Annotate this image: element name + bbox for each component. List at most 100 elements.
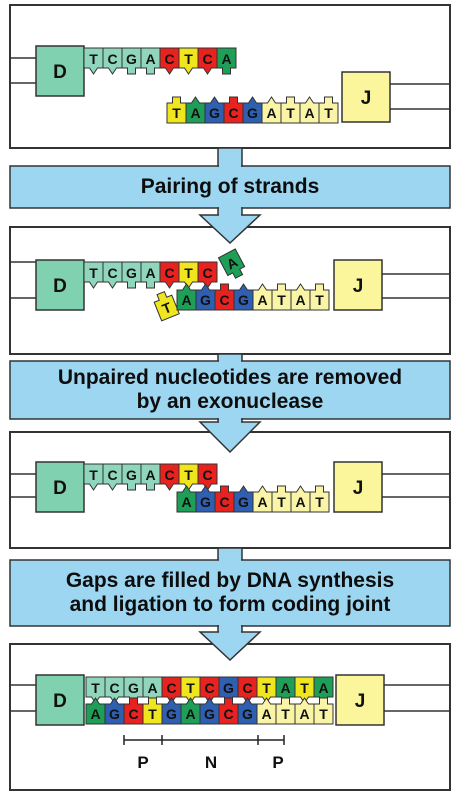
p1-bot-nuc-3: C bbox=[223, 96, 244, 124]
p4-bot-nuc-7: C bbox=[218, 697, 239, 725]
pnp-bracket bbox=[123, 735, 285, 745]
p4-bot-nuc-4: G bbox=[161, 697, 182, 725]
p2-bot-nuc-2: G bbox=[195, 283, 216, 311]
p2-top-nuc-0-label: T bbox=[89, 265, 98, 281]
p2-bot-nuc-8: T bbox=[309, 283, 330, 311]
p-label-left: P bbox=[137, 753, 148, 772]
p3-bot-nuc-2-label: C bbox=[219, 494, 229, 510]
p1-bot-nuc-8-label: T bbox=[324, 105, 333, 121]
p4-j-segment-label: J bbox=[355, 691, 366, 712]
p1-top-nuc-3-label: A bbox=[145, 51, 155, 67]
p4-bot-nuc-10-label: T bbox=[281, 706, 290, 722]
p2-top-overhang: A bbox=[217, 248, 246, 279]
p3-top-nuc-5-label: T bbox=[184, 467, 193, 483]
p3-bot-nuc-7: T bbox=[309, 485, 330, 513]
p1-top-nuc-0-label: T bbox=[89, 51, 98, 67]
p4-top-nuc-7-label: G bbox=[223, 680, 234, 696]
p1-top-nuc-4-label: C bbox=[164, 51, 174, 67]
p4-bot-nuc-8-label: G bbox=[242, 706, 253, 722]
p4-top-nuc-9-label: T bbox=[262, 680, 271, 696]
p2-bot-nuc-7-label: A bbox=[295, 292, 305, 308]
p4-bot-nuc-6-label: G bbox=[204, 706, 215, 722]
p1-d-segment: D bbox=[35, 45, 85, 97]
p3-top-nuc-6: C bbox=[197, 463, 218, 491]
p4-bot-nuc-4-label: G bbox=[166, 706, 177, 722]
p4-bot-nuc-10: T bbox=[275, 697, 296, 725]
p4-bot-nuc-12: T bbox=[313, 697, 334, 725]
p1-d-segment-label: D bbox=[53, 62, 67, 83]
p2-bot-nuc-4: G bbox=[233, 283, 254, 311]
p4-bot-nuc-3: T bbox=[142, 697, 163, 725]
p4-bot-nuc-0-label: A bbox=[90, 706, 100, 722]
p3-bot-nuc-6-label: A bbox=[295, 494, 305, 510]
p4-top-nuc-5-label: T bbox=[186, 680, 195, 696]
p3-bot-nuc-0-label: A bbox=[181, 494, 191, 510]
p4-bot-nuc-1-label: G bbox=[109, 706, 120, 722]
p2-bot-nuc-5-label: A bbox=[257, 292, 267, 308]
p2-bot-nuc-6: T bbox=[271, 283, 292, 311]
p4-top-nuc-10-label: A bbox=[280, 680, 290, 696]
p2-bot-nuc-8-label: T bbox=[315, 292, 324, 308]
n-label: N bbox=[205, 753, 217, 772]
step-arrow-pairing bbox=[9, 147, 451, 245]
p4-bot-nuc-9: A bbox=[256, 697, 277, 725]
p4-top-nuc-11-label: T bbox=[300, 680, 309, 696]
p2-top-nuc-3-label: A bbox=[145, 265, 155, 281]
p3-j-segment: J bbox=[333, 461, 383, 513]
p2-j-segment: J bbox=[333, 259, 383, 311]
step-label-gap-fill: Gaps are filled by DNA synthesis and lig… bbox=[10, 569, 450, 617]
p2-bot-nuc-5: A bbox=[252, 283, 273, 311]
p1-bot-nuc-0-label: T bbox=[172, 105, 181, 121]
p3-top-nuc-2-label: G bbox=[126, 467, 137, 483]
p1-bot-nuc-2-label: G bbox=[209, 105, 220, 121]
p3-top-nuc-1-label: C bbox=[107, 467, 117, 483]
p1-j-segment: J bbox=[341, 71, 391, 123]
p3-bot-nuc-4-label: A bbox=[257, 494, 267, 510]
p2-bot-nuc-1-label: A bbox=[181, 292, 191, 308]
p2-bot-overhang: T bbox=[153, 290, 180, 322]
p4-top-nuc-4-label: C bbox=[166, 680, 176, 696]
p-label-right: P bbox=[272, 753, 283, 772]
p2-top-nuc-2-label: G bbox=[126, 265, 137, 281]
p2-bot-nuc-1: A bbox=[176, 283, 197, 311]
p2-bot-nuc-6-label: T bbox=[277, 292, 286, 308]
p2-bot-nuc-4-label: G bbox=[238, 292, 249, 308]
p1-bot-nuc-8: T bbox=[318, 96, 339, 124]
p1-top-nuc-1-label: C bbox=[107, 51, 117, 67]
p1-bot-nuc-4-label: G bbox=[247, 105, 258, 121]
p2-d-segment-label: D bbox=[53, 276, 67, 297]
p4-top-nuc-2-label: G bbox=[128, 680, 139, 696]
p4-top-nuc-0-label: T bbox=[91, 680, 100, 696]
p3-bot-nuc-3: G bbox=[233, 485, 254, 513]
p4-bot-nuc-11-label: A bbox=[299, 706, 309, 722]
p3-bot-nuc-2: C bbox=[214, 485, 235, 513]
p3-bot-nuc-6: A bbox=[290, 485, 311, 513]
p1-top-nuc-2-label: G bbox=[126, 51, 137, 67]
p1-bot-nuc-2: G bbox=[204, 96, 225, 124]
p4-bot-nuc-7-label: C bbox=[223, 706, 233, 722]
step-label-pairing: Pairing of strands bbox=[140, 175, 320, 198]
step-label-exonuclease-line2: by an exonuclease bbox=[136, 390, 324, 413]
p3-d-segment: D bbox=[35, 461, 85, 513]
p1-bot-nuc-6-label: T bbox=[286, 105, 295, 121]
p4-top-nuc-12-label: A bbox=[318, 680, 328, 696]
p2-top-nuc-4-label: C bbox=[164, 265, 174, 281]
p2-d-segment: D bbox=[35, 259, 85, 311]
p1-top-nuc-5-label: T bbox=[184, 51, 193, 67]
p1-j-segment-label: J bbox=[361, 88, 372, 109]
p4-bot-nuc-3-label: T bbox=[148, 706, 157, 722]
p4-bot-nuc-6: G bbox=[199, 697, 220, 725]
p2-bot-nuc-3-label: C bbox=[219, 292, 229, 308]
p1-top-nuc-7-label: A bbox=[221, 51, 231, 67]
p4-bot-nuc-11: A bbox=[294, 697, 315, 725]
p4-bot-nuc-1: G bbox=[104, 697, 125, 725]
step-arrow-exonuclease bbox=[9, 353, 451, 454]
p4-top-nuc-3-label: A bbox=[147, 680, 157, 696]
p1-bot-nuc-7-label: A bbox=[304, 105, 314, 121]
p4-bot-nuc-5: A bbox=[180, 697, 201, 725]
p4-d-segment: D bbox=[35, 674, 85, 726]
p2-top-nuc-1-label: C bbox=[107, 265, 117, 281]
p2-bot-nuc-2-label: G bbox=[200, 292, 211, 308]
